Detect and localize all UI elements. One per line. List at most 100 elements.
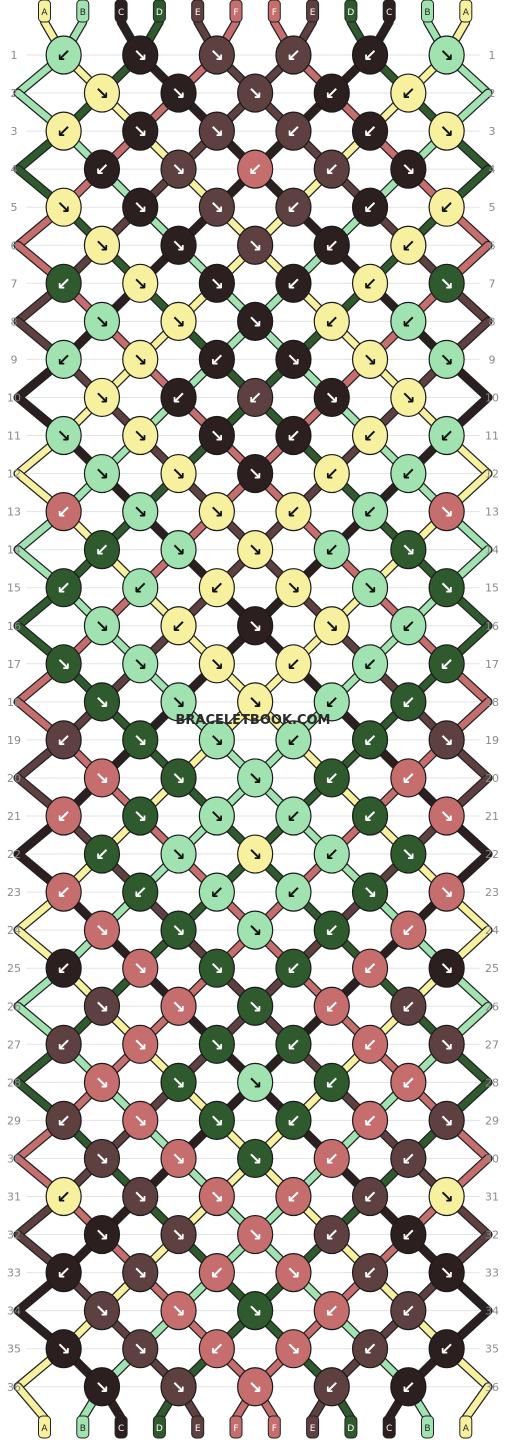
- strand-label-tab: [38, 0, 51, 23]
- row-number-left: 33: [7, 1267, 21, 1280]
- knot-oval: [237, 1062, 274, 1102]
- knot: ↙: [275, 263, 312, 303]
- knot: ↙: [275, 720, 312, 760]
- row-number-left: 30: [7, 1152, 21, 1165]
- knot: ↙: [275, 187, 312, 227]
- knot-arrow: ↘: [248, 997, 262, 1017]
- knot-oval: [237, 1291, 274, 1331]
- knot-oval: [351, 111, 389, 151]
- knot-layer: ↙↘↘↙↙↘↘↘↘↙↙↙↘↘↙↙↘↙↘↙↙↘↘↘↘↙↙↙↘↘↘↙↙↙↘↘↙↙↘↘…: [45, 35, 465, 1407]
- row-number-right: 7: [489, 277, 496, 290]
- row-number-right: 25: [485, 962, 499, 975]
- row-number-right: 8: [489, 315, 496, 328]
- knot-arrow: ↘: [95, 84, 109, 104]
- knot-oval: [160, 1367, 197, 1407]
- strand-label-tab: [267, 0, 281, 23]
- knot-oval: [428, 415, 465, 456]
- knot-oval: [83, 530, 121, 570]
- knot: ↙: [390, 301, 427, 341]
- knot-arrow: ↘: [210, 959, 224, 979]
- knot-oval: [198, 720, 235, 760]
- knot-oval: [122, 1024, 159, 1064]
- strand-label-tab: [421, 1415, 434, 1439]
- knot-arrow: ↙: [57, 731, 71, 751]
- knot-oval: [275, 644, 312, 684]
- knot-oval: [83, 1291, 121, 1331]
- strand-label: B: [80, 1424, 86, 1434]
- knot-oval: [237, 1138, 274, 1179]
- knot-arrow: ↙: [363, 731, 377, 751]
- row-number-left: 34: [7, 1305, 21, 1318]
- knot: ↙: [351, 1176, 389, 1217]
- row-number-left: 36: [7, 1381, 21, 1394]
- knot-oval: [198, 948, 235, 988]
- knot-oval: [390, 149, 427, 189]
- knot-oval: [428, 187, 465, 227]
- strand-label-tab: [306, 1415, 320, 1439]
- knot-arrow: ↘: [171, 1073, 185, 1093]
- knot: ↘: [160, 73, 197, 113]
- knot: ↘: [160, 225, 197, 265]
- row-number-right: 10: [485, 391, 499, 404]
- knot: ↙: [390, 453, 427, 494]
- knot: ↘: [198, 35, 235, 75]
- knot: ↙: [45, 35, 82, 75]
- knot: ↘: [198, 948, 235, 988]
- knot-arrow: ↘: [57, 1340, 71, 1360]
- knot-arrow: ↘: [401, 388, 415, 408]
- knot-arrow: ↙: [363, 1264, 377, 1284]
- knot-oval: [275, 872, 312, 912]
- knot-arrow: ↙: [325, 160, 339, 180]
- strand-label: A: [41, 1424, 48, 1434]
- row-number-right: 32: [485, 1229, 499, 1242]
- knot: ↘: [275, 1252, 312, 1293]
- knot-oval: [160, 834, 197, 874]
- knot-arrow: ↙: [363, 1111, 377, 1131]
- strand-label: B: [80, 8, 86, 18]
- knot-oval: [428, 948, 465, 988]
- row-number-right: 13: [485, 506, 499, 519]
- knot-arrow: ↙: [171, 617, 185, 637]
- row-number-right: 27: [485, 1038, 499, 1051]
- knot-arrow: ↙: [363, 655, 377, 675]
- knot-arrow: ↙: [363, 274, 377, 294]
- knot-oval: [122, 872, 159, 912]
- knot: ↘: [160, 834, 197, 874]
- strand-label: F: [233, 8, 238, 18]
- knot-oval: [237, 453, 274, 494]
- knot-arrow: ↙: [286, 122, 300, 142]
- knot-oval: [428, 720, 465, 760]
- knot-arrow: ↘: [440, 350, 454, 370]
- knot-arrow: ↙: [286, 503, 300, 523]
- strand-label-tab: [229, 1415, 243, 1439]
- knot-arrow: ↘: [133, 807, 147, 827]
- knot: ↙: [390, 1062, 427, 1102]
- knot: ↘: [351, 339, 389, 379]
- knot-oval: [351, 1024, 389, 1064]
- knot: ↘: [237, 834, 274, 874]
- row-number-left: 32: [7, 1229, 21, 1242]
- knot-arrow: ↙: [286, 198, 300, 218]
- knot-arrow: ↘: [133, 350, 147, 370]
- knot-arrow: ↙: [440, 198, 454, 218]
- knot: ↙: [351, 644, 389, 684]
- knot-oval: [198, 339, 235, 379]
- knot-oval: [428, 644, 465, 684]
- strand-label-tab: [76, 0, 90, 23]
- knot-oval: [390, 758, 427, 798]
- knot: ↘: [83, 1367, 121, 1407]
- strand-label: C: [386, 1424, 392, 1434]
- knot-arrow: ↙: [57, 274, 71, 294]
- knot-arrow: ↙: [363, 1340, 377, 1360]
- knot: ↙: [313, 149, 350, 189]
- knot: ↙: [313, 758, 350, 798]
- knot-arrow: ↙: [57, 1264, 71, 1284]
- strand-label: E: [310, 8, 316, 18]
- knot-oval: [351, 492, 389, 532]
- knot-oval: [83, 149, 121, 189]
- knot-arrow: ↙: [401, 1378, 415, 1398]
- knot-arrow: ↘: [248, 312, 262, 332]
- knot-arrow: ↙: [401, 465, 415, 485]
- knot: ↘: [122, 415, 159, 456]
- knot: ↙: [198, 1329, 235, 1369]
